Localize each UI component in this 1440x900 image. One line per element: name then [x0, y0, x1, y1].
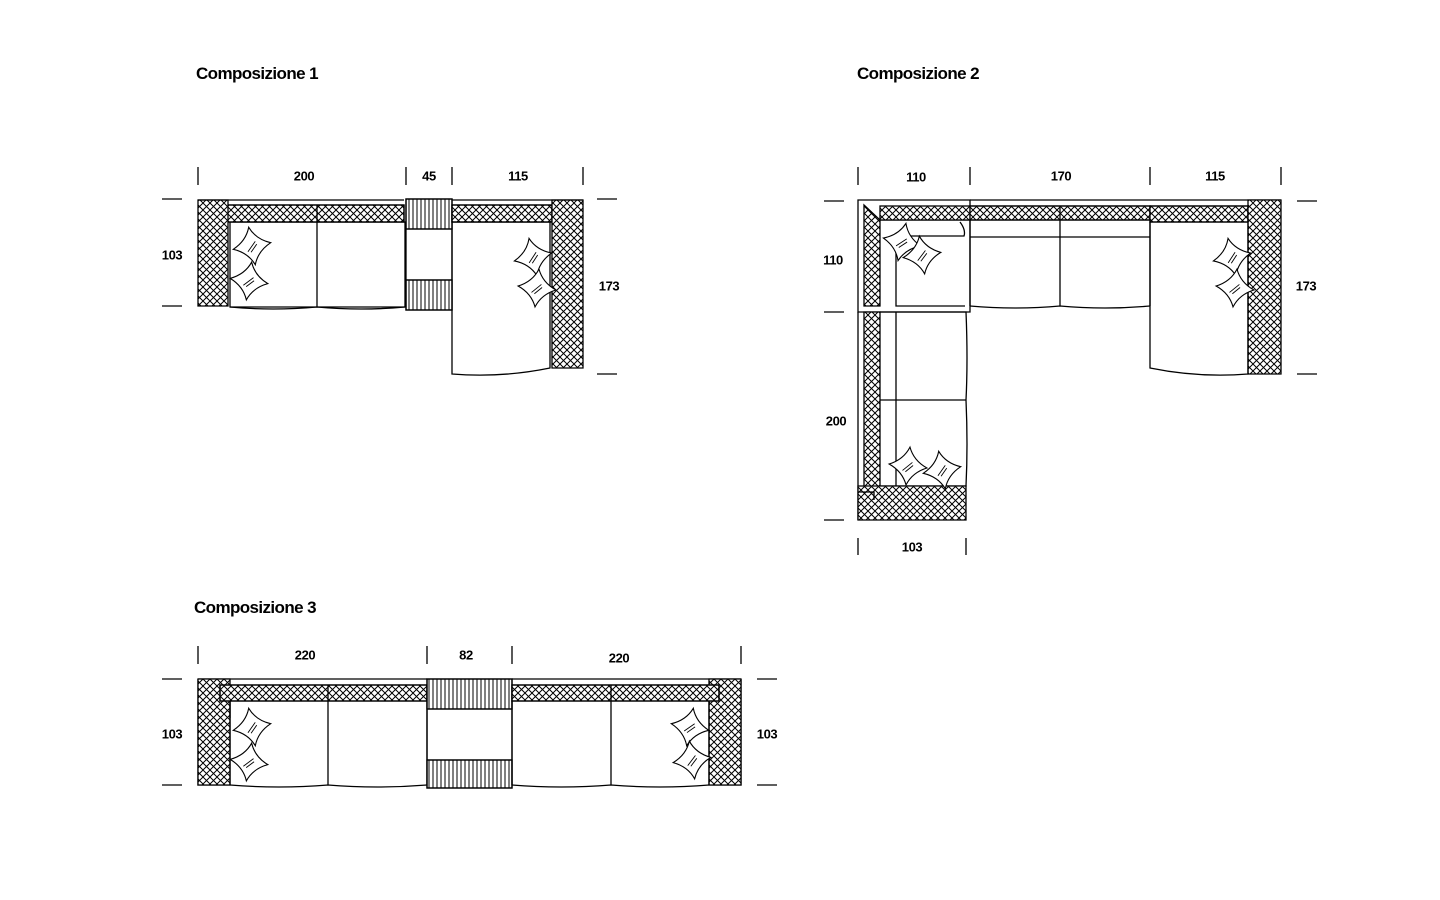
comp2-dim-depth-right: 173: [1295, 278, 1317, 294]
comp3-dim-depth-right: 103: [756, 726, 778, 742]
composition-3-plan: [162, 646, 777, 789]
comp3-dim-width-220-right: 220: [608, 650, 630, 666]
composition-2-title: Composizione 2: [857, 64, 980, 83]
comp2-dim-width-bottom: 103: [901, 539, 923, 555]
comp3-dim-depth-left: 103: [161, 726, 183, 742]
comp2-dim-width-170: 170: [1050, 168, 1072, 184]
composition-1-plan: [162, 167, 617, 376]
comp2-dim-width-110: 110: [906, 169, 926, 185]
composition-2-plan: [824, 167, 1317, 555]
comp1-dim-width-115: 115: [508, 168, 528, 184]
composition-3-title: Composizione 3: [194, 598, 317, 617]
comp2-dim-depth-left-top: 110: [823, 252, 843, 268]
composition-1-title: Composizione 1: [196, 64, 319, 83]
comp2-dim-width-115: 115: [1205, 168, 1225, 184]
comp3-dim-width-82: 82: [459, 647, 473, 663]
comp1-dim-depth-left: 103: [161, 247, 183, 263]
comp3-dim-width-220-left: 220: [294, 647, 316, 663]
comp1-dim-depth-right: 173: [598, 278, 620, 294]
comp1-dim-width-200: 200: [293, 168, 315, 184]
comp1-dim-width-45: 45: [422, 168, 436, 184]
comp2-dim-depth-left-bottom: 200: [825, 413, 847, 429]
